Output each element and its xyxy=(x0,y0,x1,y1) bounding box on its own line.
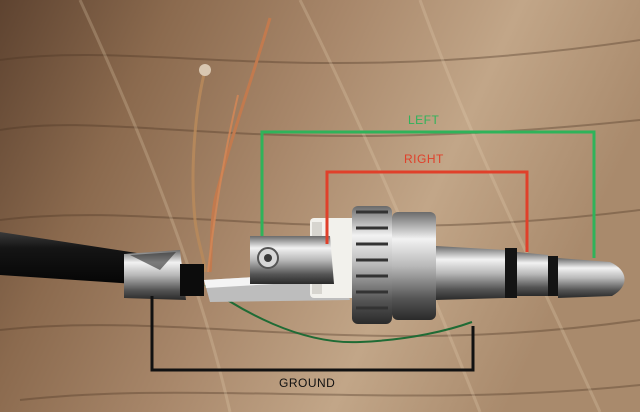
ground-line xyxy=(150,296,475,372)
right-channel-label: RIGHT xyxy=(404,152,444,166)
left-channel-line xyxy=(260,130,596,258)
right-channel-line xyxy=(325,170,529,252)
left-channel-label: LEFT xyxy=(408,113,440,127)
ground-label: GROUND xyxy=(279,376,336,390)
